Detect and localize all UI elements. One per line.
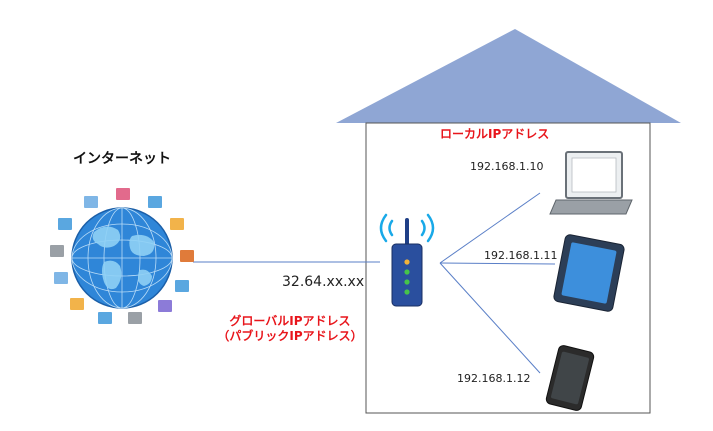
smartphone-ip-address: 192.168.1.12 [457,372,531,385]
laptop-icon [549,151,633,215]
router-smartphone-link [439,262,541,374]
router-body [391,243,423,307]
router-tablet-link [439,262,556,265]
globe-with-computers-icon [50,188,194,324]
router-led-4 [404,289,410,295]
house [336,29,681,414]
router-laptop-link [439,192,541,264]
house-roof [336,29,681,123]
house-wall [365,122,651,414]
global-ip-label: グローバルIPアドレス [229,314,351,328]
laptop-ip-address: 192.168.1.10 [470,160,544,173]
tablet-ip-address: 192.168.1.11 [484,249,558,262]
ring-computers [50,188,194,324]
wifi-router-icon [379,213,435,307]
internet-label: インターネット [73,151,171,167]
globe-grid [71,207,173,309]
router-led-2 [404,269,410,275]
smartphone-icon [545,345,595,411]
global-ip-address: 32.64.xx.xx [282,274,365,290]
globe-continents [92,226,155,290]
local-ip-label: ローカルIPアドレス [440,127,550,141]
connections [193,192,556,374]
tablet-icon [553,234,625,312]
public-ip-label: （パブリックIPアドレス） [217,329,363,343]
wifi-waves [379,213,435,243]
router-led-1 [404,259,410,265]
router-led-3 [404,279,410,285]
